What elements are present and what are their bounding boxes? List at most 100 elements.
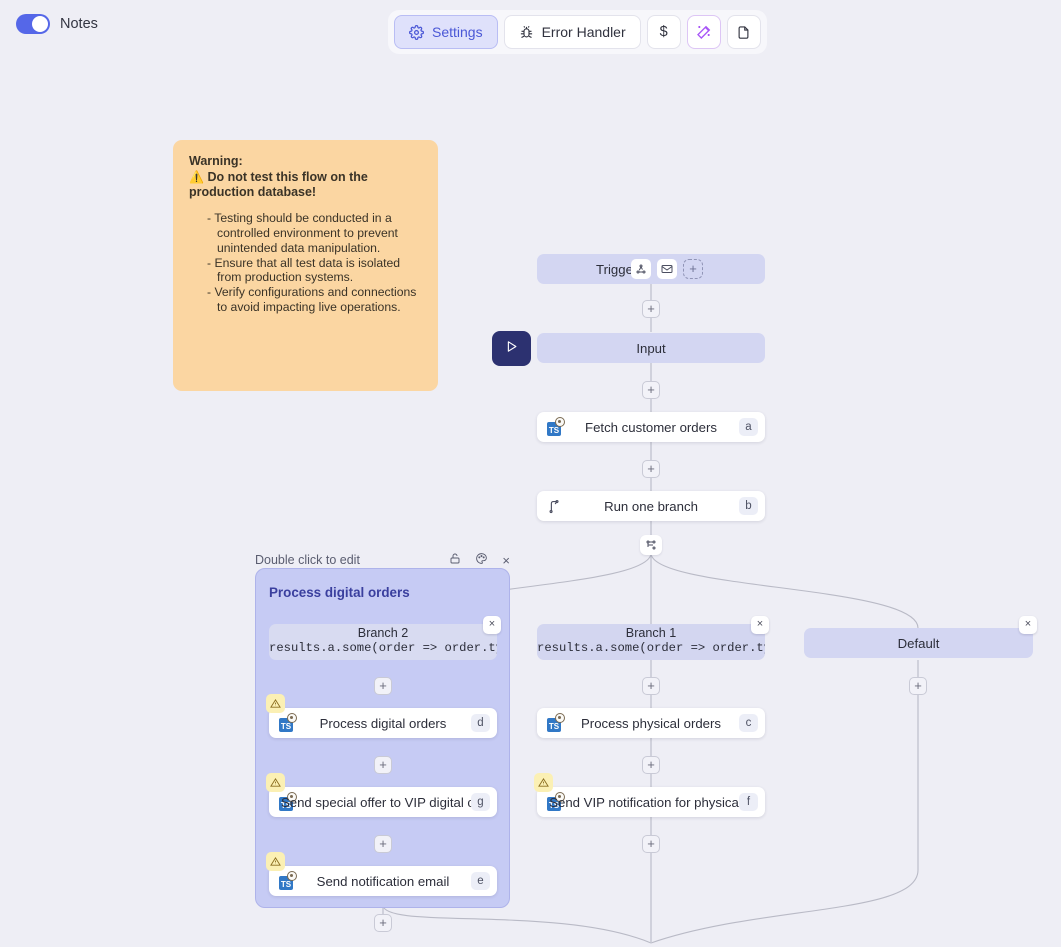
- remove-branch-button[interactable]: ×: [751, 616, 769, 634]
- typescript-icon: TS: [279, 870, 297, 890]
- notes-label: Notes: [60, 16, 98, 32]
- document-icon: [736, 25, 751, 40]
- node-process-digital-orders[interactable]: TS Process digital orders d: [269, 708, 497, 738]
- dollar-icon: $: [659, 24, 668, 40]
- add-node-button[interactable]: +: [909, 677, 927, 695]
- add-trigger-button[interactable]: +: [683, 259, 703, 279]
- node-send-notification-email[interactable]: TS Send notification email e: [269, 866, 497, 896]
- warning-note-heading-line2: Do not test this flow on the production …: [189, 169, 368, 200]
- add-node-button[interactable]: +: [642, 381, 660, 399]
- settings-button-label: Settings: [432, 24, 483, 40]
- typescript-icon: TS: [547, 416, 565, 436]
- branch-expression: results.a.some(order => order.type: [269, 641, 497, 655]
- node-fetch-customer-orders[interactable]: TS Fetch customer orders a: [537, 412, 765, 442]
- node-key-badge: a: [739, 418, 758, 436]
- mail-icon[interactable]: [657, 259, 677, 279]
- typescript-icon: TS: [279, 791, 297, 811]
- branch-title: Branch 2: [357, 626, 409, 640]
- toggle-knob: [32, 16, 48, 32]
- warning-note-heading-line1: Warning:: [189, 154, 243, 168]
- node-process-physical-orders[interactable]: TS Process physical orders c: [537, 708, 765, 738]
- node-warning-icon[interactable]: [266, 852, 285, 871]
- group-process-digital-orders[interactable]: [255, 568, 510, 908]
- node-label: Send special offer to VIP digital c...: [280, 794, 486, 810]
- add-node-button[interactable]: +: [642, 756, 660, 774]
- node-key-badge: e: [471, 872, 490, 890]
- add-node-button[interactable]: +: [642, 677, 660, 695]
- branch-title: Default: [897, 635, 940, 651]
- notes-toggle[interactable]: [16, 14, 50, 34]
- document-button[interactable]: [726, 15, 761, 49]
- bug-icon: [519, 25, 534, 40]
- list-item: - Testing should be conducted in a contr…: [207, 210, 398, 255]
- node-key-badge: d: [471, 714, 490, 732]
- node-label: Run one branch: [604, 498, 698, 514]
- node-label: Send VIP notification for physical...: [549, 794, 753, 810]
- webhook-icon[interactable]: [631, 259, 651, 279]
- warning-emoji: ⚠️: [189, 169, 204, 184]
- gear-icon: [409, 24, 424, 40]
- branch-node-1[interactable]: Branch 1 results.a.some(order => order.t…: [537, 624, 765, 660]
- cost-button[interactable]: $: [646, 15, 681, 49]
- split-branch-icon[interactable]: [640, 535, 662, 555]
- error-handler-button[interactable]: Error Handler: [503, 15, 641, 49]
- group-toolbar: Double click to edit ×: [255, 551, 510, 569]
- node-label: Process physical orders: [581, 715, 721, 731]
- node-warning-icon[interactable]: [266, 694, 285, 713]
- settings-button[interactable]: Settings: [394, 15, 498, 49]
- branch-node-2[interactable]: Branch 2 results.a.some(order => order.t…: [269, 624, 497, 660]
- magic-wand-button[interactable]: [686, 15, 721, 49]
- triggers-node[interactable]: Triggers +: [537, 254, 765, 284]
- palette-icon[interactable]: [475, 552, 488, 568]
- remove-branch-button[interactable]: ×: [483, 616, 501, 634]
- branch-expression: results.a.some(order => order.type: [537, 641, 765, 655]
- input-node-label: Input: [636, 340, 666, 356]
- node-label: Process digital orders: [319, 715, 447, 731]
- node-label: Fetch customer orders: [585, 419, 717, 435]
- warning-note-heading: Warning: ⚠️ Do not test this flow on the…: [189, 154, 422, 201]
- run-button[interactable]: [492, 331, 531, 366]
- node-label: Send notification email: [316, 873, 450, 889]
- input-node[interactable]: Input: [537, 333, 765, 363]
- node-run-one-branch[interactable]: Run one branch b: [537, 491, 765, 521]
- trigger-icon-group: +: [631, 259, 703, 279]
- list-item: - Verify configurations and connections …: [207, 285, 417, 315]
- toolbar-button-group: Settings Error Handler $: [388, 10, 767, 54]
- add-node-button[interactable]: +: [374, 914, 392, 932]
- add-node-button[interactable]: +: [374, 835, 392, 853]
- add-node-button[interactable]: +: [642, 300, 660, 318]
- lock-icon[interactable]: [449, 552, 461, 568]
- magic-wand-icon: [696, 24, 712, 40]
- list-item: - Ensure that all test data is isolated …: [207, 255, 401, 285]
- node-send-vip-notification-physical[interactable]: TS Send VIP notification for physical...…: [537, 787, 765, 817]
- node-key-badge: c: [739, 714, 758, 732]
- node-warning-icon[interactable]: [266, 773, 285, 792]
- typescript-icon: TS: [279, 712, 297, 732]
- node-key-badge: b: [739, 497, 758, 515]
- branch-title: Branch 1: [625, 626, 677, 640]
- node-key-badge: g: [471, 793, 490, 811]
- add-node-button[interactable]: +: [642, 835, 660, 853]
- remove-branch-button[interactable]: ×: [1019, 616, 1037, 634]
- add-node-button[interactable]: +: [374, 756, 392, 774]
- branch-node-default[interactable]: Default: [804, 628, 1033, 658]
- add-node-button[interactable]: +: [642, 460, 660, 478]
- add-node-button[interactable]: +: [374, 677, 392, 695]
- error-handler-button-label: Error Handler: [541, 24, 626, 40]
- play-icon: [504, 339, 519, 359]
- warning-note-list: - Testing should be conducted in a contr…: [189, 211, 422, 315]
- typescript-icon: TS: [547, 791, 565, 811]
- group-hint-label: Double click to edit: [255, 553, 360, 567]
- notes-toggle-group: Notes: [16, 14, 98, 34]
- group-title: Process digital orders: [269, 585, 410, 600]
- top-toolbar: Notes Settings Err: [0, 0, 1061, 62]
- close-icon[interactable]: ×: [502, 552, 510, 568]
- warning-note[interactable]: Warning: ⚠️ Do not test this flow on the…: [173, 140, 438, 391]
- group-icon-group: ×: [449, 552, 510, 568]
- node-send-special-offer-vip-digital[interactable]: TS Send special offer to VIP digital c..…: [269, 787, 497, 817]
- branch-icon: [547, 499, 562, 514]
- node-warning-icon[interactable]: [534, 773, 553, 792]
